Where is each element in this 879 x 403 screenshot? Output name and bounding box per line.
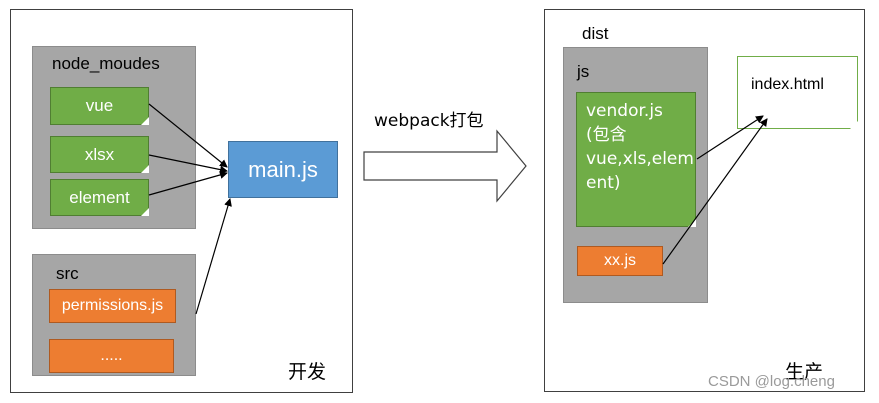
arrow-vue-to-main bbox=[148, 103, 228, 168]
vendor-line-1: vendor.js bbox=[586, 101, 663, 121]
dev-caption: 开发 bbox=[288, 361, 327, 383]
node-modules-label: node_moudes bbox=[52, 54, 160, 73]
vendor-line-2: (包含 bbox=[586, 125, 627, 145]
arrow-xlsx-to-main bbox=[148, 154, 228, 174]
arrow-xx-to-index bbox=[662, 118, 768, 265]
arrow-permissions-to-main bbox=[195, 198, 232, 315]
src-label: src bbox=[56, 264, 79, 283]
webpack-label: webpack打包 bbox=[374, 111, 484, 131]
vendor-line-3: vue,xls,elem bbox=[586, 149, 694, 169]
vendor-line-4: ent) bbox=[586, 173, 621, 193]
xx-js-file: xx.js bbox=[577, 246, 663, 276]
prod-caption: 生产 bbox=[785, 361, 824, 383]
module-vue: vue bbox=[50, 87, 149, 125]
module-xlsx: xlsx bbox=[50, 136, 149, 173]
arrow-vendor-to-index bbox=[696, 115, 764, 160]
module-element: element bbox=[50, 179, 149, 216]
webpack-arrow bbox=[363, 129, 527, 203]
dist-label: dist bbox=[582, 24, 609, 43]
js-folder-label: js bbox=[577, 62, 590, 81]
permissions-js-file: permissions.js bbox=[49, 289, 176, 323]
main-js-box: main.js bbox=[228, 141, 338, 198]
watermark: CSDN @log.cheng bbox=[708, 373, 835, 390]
arrow-element-to-main bbox=[148, 171, 228, 196]
ellipsis-file: ..... bbox=[49, 339, 174, 373]
